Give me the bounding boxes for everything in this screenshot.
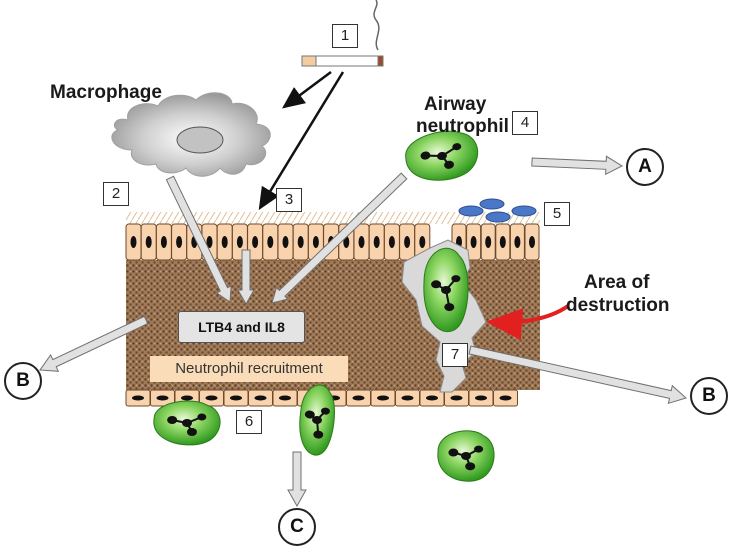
basal-nucleus (181, 395, 193, 401)
step-3-box: 3 (276, 188, 302, 212)
cell-nucleus (470, 236, 477, 248)
cell-nucleus (312, 236, 319, 248)
platelet-icon (458, 198, 537, 223)
neutrophil-recruitment-box: Neutrophil recruitment (150, 356, 348, 382)
basal-nucleus (499, 395, 512, 401)
arrow-neutrophil-to-c (287, 451, 307, 508)
cell-nucleus (160, 236, 167, 248)
neutrophil-icon (299, 384, 335, 456)
outcome-b-right-circle: B (690, 377, 728, 415)
cell-nucleus (514, 236, 521, 248)
cell-nucleus (236, 236, 243, 248)
basal-nucleus (254, 395, 267, 401)
arrow-destruction-to-b-right (468, 345, 687, 405)
basal-nucleus (352, 395, 365, 401)
neutrophils (153, 130, 495, 482)
cell-nucleus (419, 236, 426, 248)
cell-nucleus (267, 236, 274, 248)
arrow-tissue-to-b-left (39, 315, 149, 372)
cell-nucleus (485, 236, 492, 248)
arrow-cigarette-to-macrophage (281, 70, 332, 109)
arrow-cigarette-to-epithelium (258, 71, 345, 211)
cilia-layer (126, 212, 540, 224)
cell-nucleus (252, 236, 259, 248)
step-6-box: 6 (236, 410, 262, 434)
basal-nucleus (205, 395, 218, 401)
step-2-box: 2 (103, 182, 129, 206)
area-of-destruction-label-line2: destruction (566, 295, 670, 316)
cell-nucleus (297, 236, 304, 248)
outcome-a-circle: A (626, 148, 664, 186)
basal-nucleus (132, 395, 144, 401)
basal-nucleus (156, 395, 169, 401)
arrow-neutrophil-to-a (531, 155, 624, 176)
basal-nucleus (450, 395, 463, 401)
neutrophil-icon (437, 430, 495, 482)
mediators-box: LTB4 and IL8 (178, 311, 305, 343)
cell-nucleus (388, 236, 395, 248)
outcome-c-circle: C (278, 508, 316, 546)
arrow-area-of-destruction (486, 304, 570, 341)
cell-nucleus (176, 236, 183, 248)
arrow-epithelium-to-mediators (237, 249, 255, 306)
cell-nucleus (221, 236, 228, 248)
macrophage-icon (111, 92, 271, 177)
basal-nucleus (377, 395, 389, 401)
macrophage-label: Macrophage (50, 82, 162, 103)
cigarette-icon (301, 55, 384, 67)
cell-nucleus (206, 236, 213, 248)
smoke-icon (373, 0, 380, 51)
airway-neutrophil-label-line1: Airway (424, 94, 487, 115)
cell-nucleus (358, 236, 365, 248)
airway-neutrophil-label-line2: neutrophil (416, 116, 509, 137)
area-of-destruction-label-line1: Area of (584, 272, 650, 293)
neutrophil-icon (153, 400, 221, 446)
step-7-box: 7 (442, 343, 468, 367)
arrow-neutrophil-to-mediators (271, 172, 408, 304)
step-4-box: 4 (512, 111, 538, 135)
grey-arrows (39, 155, 687, 508)
cell-nucleus (282, 236, 289, 248)
step-1-box: 1 (332, 24, 358, 48)
basal-nucleus (279, 395, 291, 401)
cell-nucleus (145, 236, 152, 248)
basal-nucleus (230, 395, 242, 401)
neutrophil-icon (423, 247, 469, 333)
arrow-macrophage-to-mediators (165, 175, 232, 303)
basal-nucleus (475, 395, 487, 401)
basal-nucleus (426, 395, 438, 401)
cell-nucleus (499, 236, 506, 248)
basal-nucleus (401, 395, 414, 401)
outcome-b-left-circle: B (4, 362, 42, 400)
basement-membrane (125, 389, 518, 407)
cell-nucleus (529, 236, 535, 248)
cell-nucleus (373, 236, 380, 248)
cell-nucleus (404, 236, 411, 248)
step-5-box: 5 (544, 202, 570, 226)
neutrophil-icon (405, 130, 479, 181)
cell-nucleus (130, 236, 137, 248)
